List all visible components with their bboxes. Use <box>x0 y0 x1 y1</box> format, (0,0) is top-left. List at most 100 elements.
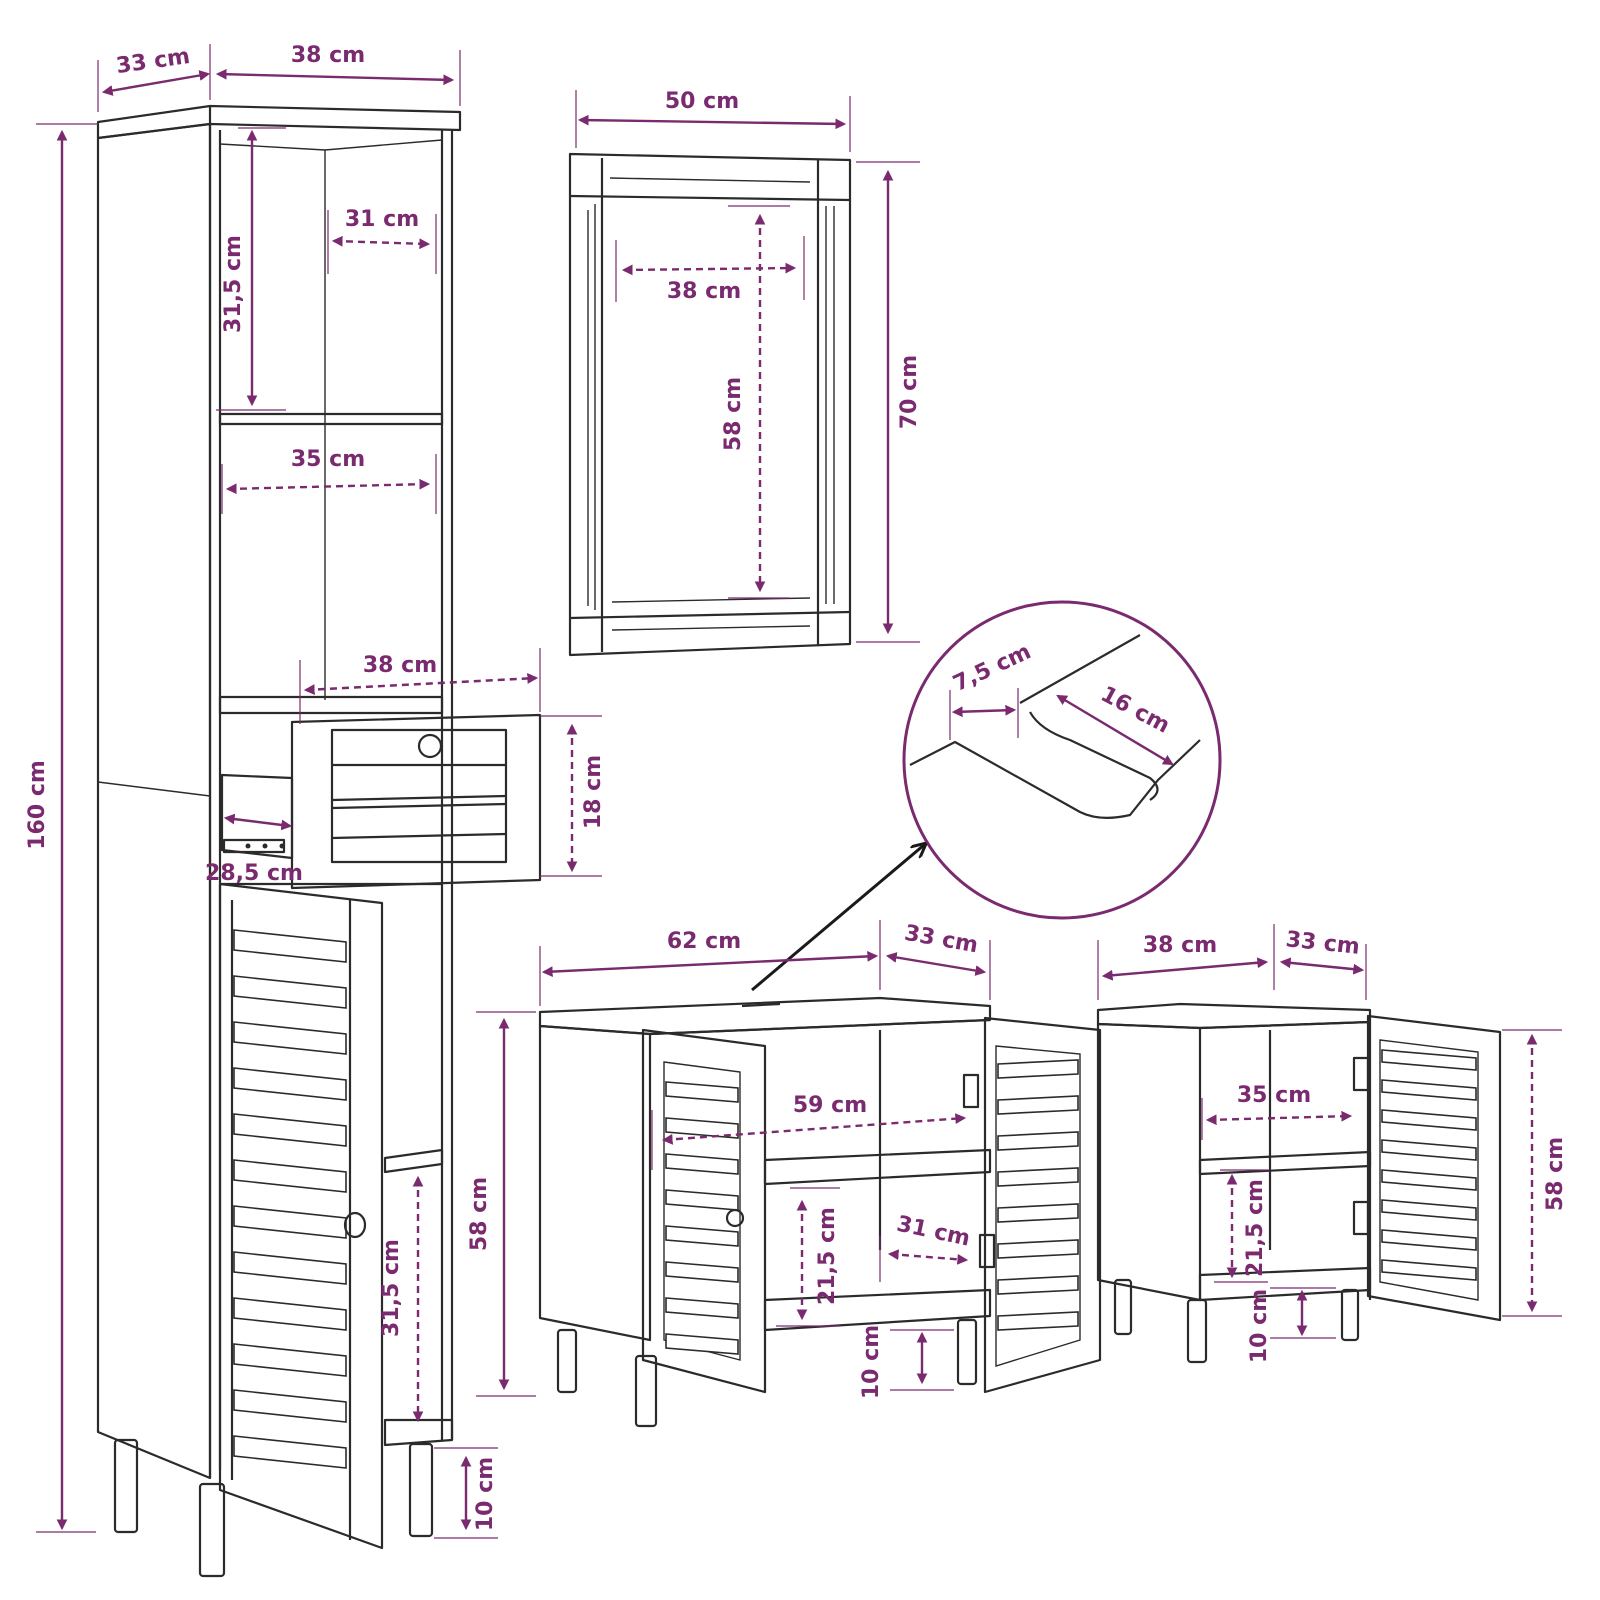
small-cabinet-leg <box>1186 1298 1208 1364</box>
small-depth-label: 33 cm <box>1284 927 1360 960</box>
sink-cabinet-side <box>538 1024 652 1342</box>
sink-leg-height-label: 10 cm <box>859 1325 884 1399</box>
door-hinge <box>1352 1200 1370 1236</box>
tall-cabinet-height-label: 160 cm <box>25 760 50 850</box>
door-hinge <box>962 1073 980 1109</box>
sink-cabinet-leg <box>956 1318 978 1386</box>
louver-slat <box>1381 1049 1477 1071</box>
louver-slat <box>665 1189 739 1211</box>
sink-cabinet-leg <box>556 1328 578 1394</box>
louver-slat <box>233 1251 347 1285</box>
louver-slat <box>233 1297 347 1331</box>
louver-slat <box>997 1059 1079 1079</box>
louver-slat <box>997 1275 1079 1295</box>
louver-slat <box>233 975 347 1009</box>
drawer-depth-label: 28,5 cm <box>205 861 303 886</box>
mirror-inner-height-label: 58 cm <box>721 377 746 451</box>
drawer-width-label: 38 cm <box>363 653 437 678</box>
louver-slat <box>233 1021 347 1055</box>
mirror-width-label: 50 cm <box>665 89 739 114</box>
mirror <box>568 152 852 657</box>
tall-cabinet-bottom <box>383 1418 454 1447</box>
mirror-height-label: 70 cm <box>897 355 922 429</box>
small-inner-width-label: 35 cm <box>1237 1083 1311 1108</box>
small-height-label: 58 cm <box>1543 1137 1568 1211</box>
small-cabinet <box>1096 1002 1502 1364</box>
dimension-lines <box>36 44 1562 1539</box>
sink-cabinet-shelf <box>763 1148 992 1186</box>
small-cabinet-shelf <box>1198 1150 1372 1176</box>
sink-height-label: 58 cm <box>467 1177 492 1251</box>
tall-cabinet-shelf-2 <box>218 695 444 715</box>
tall-cabinet-leg <box>408 1442 434 1538</box>
sink-depth-label: 33 cm <box>902 921 979 959</box>
door-hinge <box>978 1233 996 1269</box>
tall-leg-height-label: 10 cm <box>473 1457 498 1531</box>
louver-slat <box>665 1153 739 1175</box>
louver-slat <box>233 1159 347 1193</box>
louver-slat <box>665 1333 739 1355</box>
louver-slat <box>233 1343 347 1377</box>
drawer-height-label: 18 cm <box>581 755 606 829</box>
sink-shelf-height-label: 21,5 cm <box>815 1207 840 1305</box>
louver-slat <box>665 1261 739 1283</box>
louver-slat <box>997 1239 1079 1259</box>
small-cabinet-door <box>1352 1014 1502 1322</box>
tall-cabinet <box>96 104 542 1578</box>
louver-slat <box>1381 1169 1477 1191</box>
small-cabinet-bottom <box>1198 1266 1372 1302</box>
louver-slat <box>665 1297 739 1319</box>
louver-slat <box>1381 1229 1477 1251</box>
louver-slat <box>997 1095 1079 1115</box>
louver-slat <box>1381 1109 1477 1131</box>
louver-slat <box>1381 1079 1477 1101</box>
louver-slat <box>997 1203 1079 1223</box>
sink-cabinet-right-door <box>962 1016 1102 1394</box>
tall-cabinet-drawer <box>220 713 542 890</box>
top-shelf-depth-label: 31 cm <box>345 207 419 232</box>
tall-cabinet-width-label: 38 cm <box>291 43 365 68</box>
door-hinge <box>1352 1056 1370 1092</box>
sink-cabinet-leg <box>634 1354 658 1428</box>
inner-width-label: 35 cm <box>291 447 365 472</box>
small-cabinet-side <box>1096 1022 1202 1302</box>
louver-slat <box>665 1081 739 1103</box>
sink-cabinet-bottom <box>763 1288 992 1332</box>
sink-width-label: 62 cm <box>667 929 741 954</box>
small-cabinet-leg <box>1113 1278 1133 1336</box>
louver-slat <box>1381 1259 1477 1281</box>
drawer-knob <box>417 733 443 759</box>
detail-pointer-arrow <box>751 845 924 992</box>
door-knob <box>725 1208 745 1228</box>
top-shelf-height-label: 31,5 cm <box>221 235 246 333</box>
louver-slat <box>1381 1199 1477 1221</box>
tall-cabinet-shelf-1 <box>218 412 444 426</box>
sink-cabinet-left-door <box>641 1028 767 1394</box>
louver-slat <box>233 1205 347 1239</box>
tall-cabinet-side-panel <box>96 122 212 1480</box>
louver-slat <box>233 1435 347 1469</box>
louver-slat <box>1381 1139 1477 1161</box>
cutout-depth-label: 7,5 cm <box>950 639 1035 697</box>
sink-inner-width-label: 59 cm <box>793 1093 867 1118</box>
louver-slat <box>233 929 347 963</box>
small-width-label: 38 cm <box>1143 933 1217 958</box>
tall-cabinet-leg <box>113 1438 139 1534</box>
tall-cabinet-top <box>96 104 462 140</box>
tall-cabinet-depth-label: 33 cm <box>115 44 192 79</box>
small-cabinet-leg <box>1340 1288 1360 1342</box>
louver-slat <box>233 1113 347 1147</box>
door-knob <box>343 1211 367 1239</box>
sink-shelf-depth-label: 31 cm <box>894 1212 972 1252</box>
tall-cabinet-leg <box>198 1482 226 1578</box>
tall-cabinet-door <box>218 882 384 1550</box>
tall-cabinet-lower-shelf <box>383 1148 444 1174</box>
louver-slat <box>997 1311 1079 1331</box>
cutout-width-label: 16 cm <box>1096 682 1173 739</box>
small-shelf-height-label: 21,5 cm <box>1243 1179 1268 1277</box>
louver-slat <box>665 1225 739 1247</box>
louver-slat <box>233 1067 347 1101</box>
louver-slat <box>997 1131 1079 1151</box>
cutout-outline <box>909 739 1201 819</box>
small-leg-height-label: 10 cm <box>1247 1289 1272 1363</box>
